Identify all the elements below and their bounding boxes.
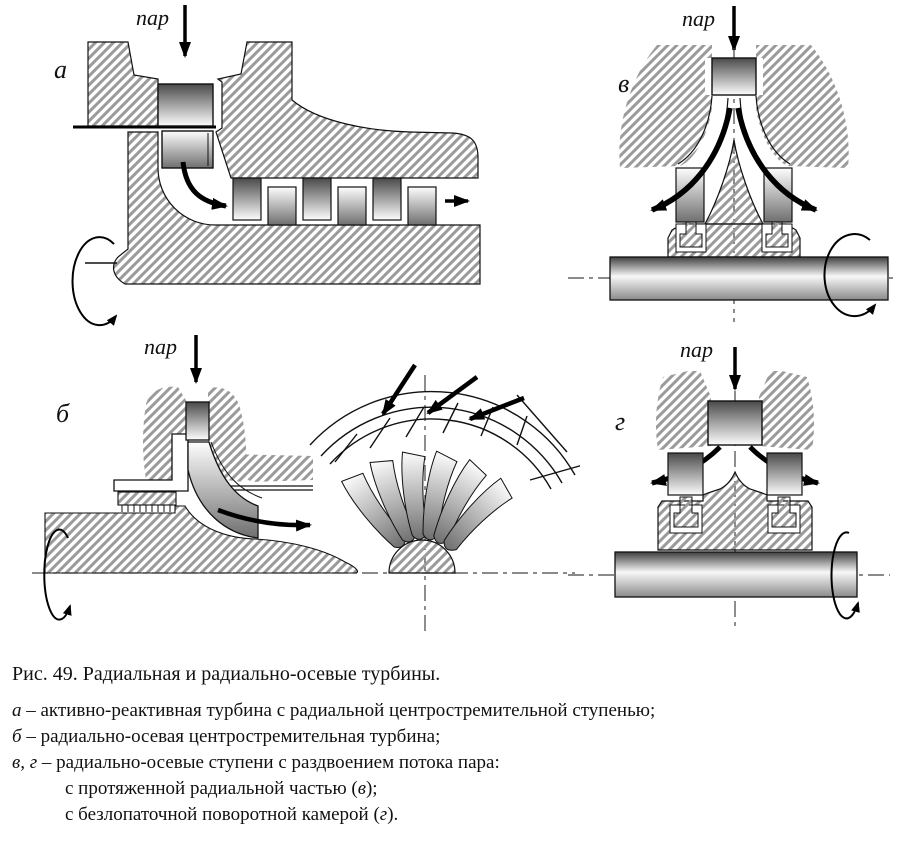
diagram-b-label: б xyxy=(56,399,70,428)
blade-root-slot-left-g xyxy=(669,496,703,534)
guide-vane-lines xyxy=(334,394,580,481)
diagram-v-label: в xyxy=(618,69,629,98)
flow-exit-arrow-b xyxy=(217,507,312,532)
caption-subitem-v: с протяженной радиальной частью (в); xyxy=(65,778,378,799)
steam-label-a: пар xyxy=(136,5,169,30)
blade-root-slot-right-g xyxy=(767,496,801,534)
rotation-arrow-a xyxy=(71,236,118,327)
wheel-hub-b xyxy=(388,539,456,574)
rotation-arrow-b xyxy=(43,528,72,621)
steam-label-b: пар xyxy=(144,334,177,359)
shaft-v xyxy=(609,256,889,301)
casing-v xyxy=(619,45,849,168)
steam-label-v: пар xyxy=(682,6,715,31)
blade-block-right-g xyxy=(766,452,803,496)
diagram-g: г пар xyxy=(568,337,890,630)
axial-blade-row-a xyxy=(232,177,437,226)
flow-turn-arrow-a xyxy=(180,161,228,210)
caption-item-vg-lead: в, г xyxy=(12,752,38,773)
figure-caption-title: Рис. 49. Радиальная и радиально-осевые т… xyxy=(12,663,441,685)
caption-subitem-g: с безлопаточной поворотной камерой (г). xyxy=(65,804,399,825)
blade-root-slot-left-v xyxy=(675,221,707,253)
rotation-arrow-g xyxy=(830,531,860,620)
labyrinth-seal-b xyxy=(117,491,177,512)
diagram-b: б пар xyxy=(32,334,580,632)
figure-caption: Рис. 49. Радиальная и радиально-осевые т… xyxy=(12,662,886,828)
inlet-block-b xyxy=(185,401,210,441)
caption-item-b: б – радиально-осевая центростремительная… xyxy=(12,726,441,747)
caption-item-a-lead: а xyxy=(12,700,22,721)
inlet-block-g xyxy=(707,400,763,446)
inlet-block-v xyxy=(711,57,757,96)
rotation-arrow-v xyxy=(823,233,877,318)
wheel-blades-b xyxy=(340,450,513,551)
radial-blade-block-a xyxy=(161,130,214,169)
casing-g xyxy=(655,371,815,450)
shaft-g xyxy=(614,551,858,598)
channel-outline-b xyxy=(210,441,263,499)
blade-root-slot-right-v xyxy=(761,221,793,253)
flow-arrow-right-v xyxy=(735,107,818,213)
wheel-rim-arcs xyxy=(309,390,576,490)
diagram-g-label: г xyxy=(615,407,625,436)
diagram-a: а пар xyxy=(54,5,481,327)
curved-blade-b xyxy=(187,441,259,539)
nozzle-block-a xyxy=(157,83,214,127)
casing-a xyxy=(87,41,481,285)
blade-block-left-g xyxy=(667,452,704,496)
caption-item-a: а – активно-реактивная турбина с радиаль… xyxy=(12,700,656,721)
steam-entry-arrows-b xyxy=(381,363,525,422)
flow-arrow-left-v xyxy=(650,107,733,213)
caption-item-vg: в, г – радиально-осевые ступени с раздво… xyxy=(12,752,500,773)
wheel-view-b xyxy=(309,363,580,574)
diagram-a-label: а xyxy=(54,55,67,84)
steam-label-g: пар xyxy=(680,337,713,362)
rotor-body-b xyxy=(44,505,359,574)
caption-item-b-lead: б xyxy=(12,726,22,747)
diagram-v: в пар xyxy=(568,6,893,322)
